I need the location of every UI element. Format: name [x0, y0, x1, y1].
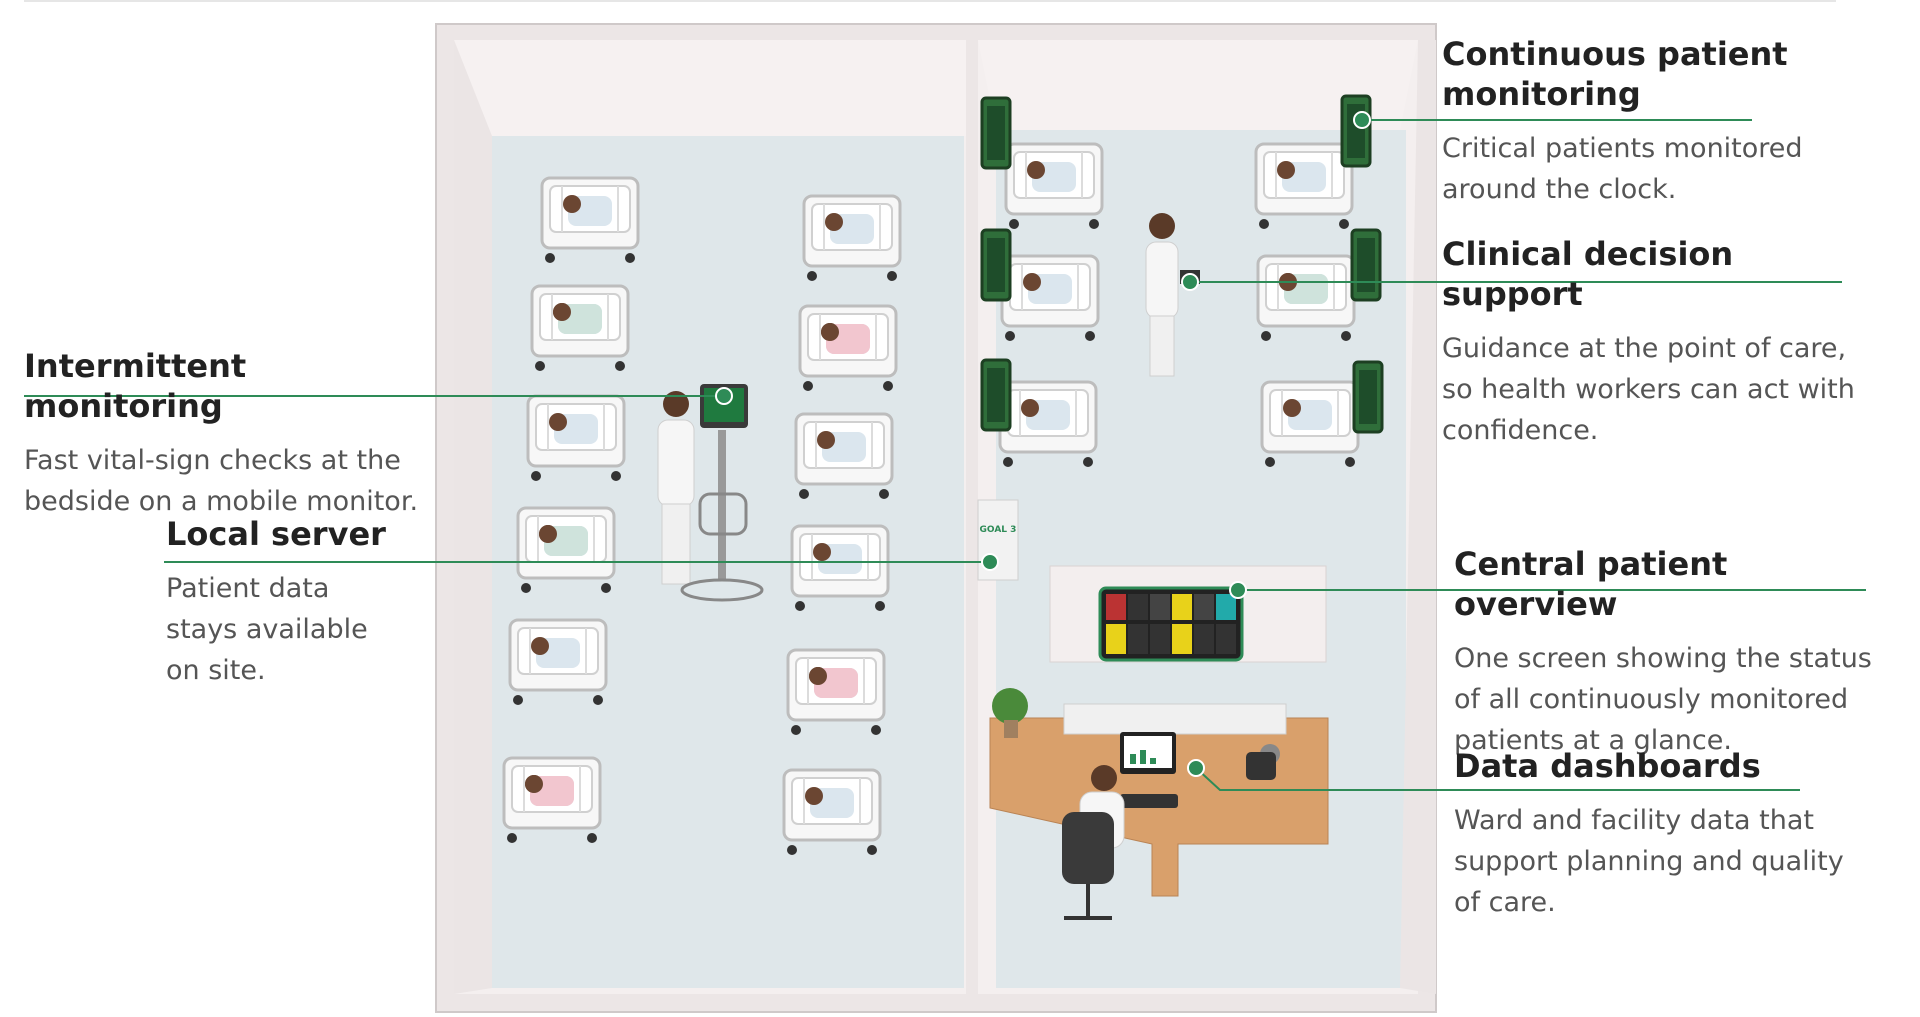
- callout-intermittent-monitoring: Intermittent monitoring Fast vital-sign …: [24, 346, 434, 522]
- callout-text: One screen showing the status of all con…: [1454, 643, 1872, 756]
- callout-text: Ward and facility data that support plan…: [1454, 805, 1844, 918]
- callout-local-server: Local server Patient data stays availabl…: [166, 514, 386, 691]
- callout-title: Data dashboards: [1454, 747, 1761, 785]
- callout-title: Continuous patient monitoring: [1442, 35, 1788, 113]
- callout-title: Clinical decision support: [1442, 235, 1734, 313]
- callout-title: Intermittent monitoring: [24, 347, 247, 425]
- callout-text: Critical patients monitored around the c…: [1442, 133, 1803, 205]
- callout-text: Fast vital-sign checks at the bedside on…: [24, 445, 419, 517]
- callout-title: Local server: [166, 515, 386, 553]
- callout-clinical-decision-support: Clinical decision support Guidance at th…: [1442, 234, 1872, 451]
- callout-text: Guidance at the point of care, so health…: [1442, 333, 1855, 446]
- callout-text: Patient data stays available on site.: [166, 573, 368, 686]
- top-divider: [24, 0, 1836, 2]
- callout-central-patient-overview: Central patient overview One screen show…: [1454, 544, 1894, 761]
- callout-data-dashboards: Data dashboards Ward and facility data t…: [1454, 746, 1874, 923]
- server-label: GOAL 3: [980, 525, 1017, 535]
- callout-title: Central patient overview: [1454, 545, 1728, 623]
- callout-continuous-monitoring: Continuous patient monitoring Critical p…: [1442, 34, 1842, 210]
